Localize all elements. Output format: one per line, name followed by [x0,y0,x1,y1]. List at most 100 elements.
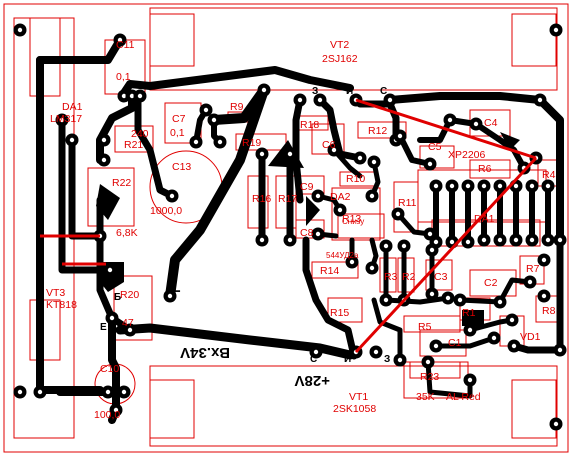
drill-hole [373,349,379,355]
vt2-pin-z: З [312,86,318,97]
drill-hole [497,299,503,305]
svg-text:R5: R5 [418,321,432,333]
svg-text:C4: C4 [484,117,498,129]
vt1-pin-i: И [344,354,351,365]
vt3-pin-e: Е [100,322,107,333]
drill-hole [337,207,343,213]
drill-hole [449,183,455,189]
r20-ref: R20 [120,289,139,301]
pin-labels: З И С С И З Б Е [100,86,390,365]
svg-text:R7: R7 [526,263,540,275]
drill-hole [121,389,127,395]
jumper-wires [40,98,538,354]
drill-hole [447,117,453,123]
drill-hole [357,155,363,161]
drill-hole [259,151,265,157]
drill-hole [315,193,321,199]
drill-hole [217,139,223,145]
drill-hole [107,267,113,273]
svg-text:R18: R18 [300,119,319,131]
vt1-pin-z: З [384,354,390,365]
r23-value: 35K [416,391,435,403]
svg-text:C9: C9 [300,181,314,193]
c10-value: 100,0 [94,409,120,421]
drill-hole [457,297,463,303]
vt1-part: 2SK1058 [333,403,376,415]
drill-hole [17,389,23,395]
svg-text:R14: R14 [320,265,339,277]
c11-value: 0,1 [116,71,131,83]
da1-reg-ref: DA1 [62,101,83,113]
svg-text:C3: C3 [434,271,448,283]
svg-text:R3: R3 [384,271,398,283]
svg-text:R8: R8 [542,305,556,317]
vt2-part: 2SJ162 [322,53,358,65]
drill-hole [541,293,547,299]
drill-hole [369,193,375,199]
r21-ref: R21 [124,139,143,151]
da1-chip-ref: DA1 [474,213,495,225]
svg-text:R4: R4 [542,169,556,181]
output-voltage-label: +28V [295,372,330,389]
drill-hole [169,193,175,199]
drill-hole [545,237,551,243]
drill-hole [465,239,471,245]
drill-hole [287,151,293,157]
drill-hole [121,93,127,99]
drill-hole [467,377,473,383]
drill-hole [429,291,435,297]
drill-hole [101,157,107,163]
svg-text:C8: C8 [300,227,314,239]
drill-hole [497,237,503,243]
svg-text:C2: C2 [484,277,498,289]
drill-hole [395,211,401,217]
power-labels: Вх.34V +28V − + [172,283,330,389]
drill-hole [105,389,111,395]
drill-hole [287,237,293,243]
svg-text:R15: R15 [330,307,349,319]
drill-hole [259,237,265,243]
svg-text:R13: R13 [342,213,361,225]
component-labels: VT2 2SJ162 VT1 2SK1058 VT3 KT818 DA1 LM3… [46,39,556,421]
svg-text:C1: C1 [448,337,462,349]
drill-hole [467,327,473,333]
r22-value: 6,8K [116,227,138,239]
drill-hole [537,97,543,103]
minus-label: − [172,283,181,300]
drill-hole [481,183,487,189]
drill-hole [127,327,133,333]
drill-hole [117,37,123,43]
drill-hole [545,183,551,189]
vt3-pin-b: Б [114,292,121,303]
svg-text:C6: C6 [322,139,336,151]
drill-hole [129,93,135,99]
c13-ref: C13 [172,161,191,173]
r13-note: Снизу [342,217,364,226]
drill-hole [37,389,43,395]
c10-ref: C10 [100,363,119,375]
drill-hole [313,349,319,355]
drill-hole [397,357,403,363]
drill-hole [513,237,519,243]
drill-hole [383,243,389,249]
svg-text:R6: R6 [478,163,492,175]
drill-hole [553,27,559,33]
drill-hole [371,159,377,165]
svg-text:C5: C5 [428,141,442,153]
r21-value: 240 [131,128,149,140]
c7-ref: C7 [172,113,186,125]
drill-hole [331,147,337,153]
drill-hole [427,231,433,237]
drill-hole [433,239,439,245]
drill-hole [509,317,515,323]
drill-hole [349,259,355,265]
drill-hole [401,243,407,249]
drill-hole [109,315,115,321]
svg-text:R10: R10 [346,173,365,185]
drill-hole [497,183,503,189]
drill-hole [433,183,439,189]
vt3-part: KT818 [46,299,77,311]
drill-hole [429,247,435,253]
r20-value: 47 [122,317,134,329]
drill-hole [481,237,487,243]
